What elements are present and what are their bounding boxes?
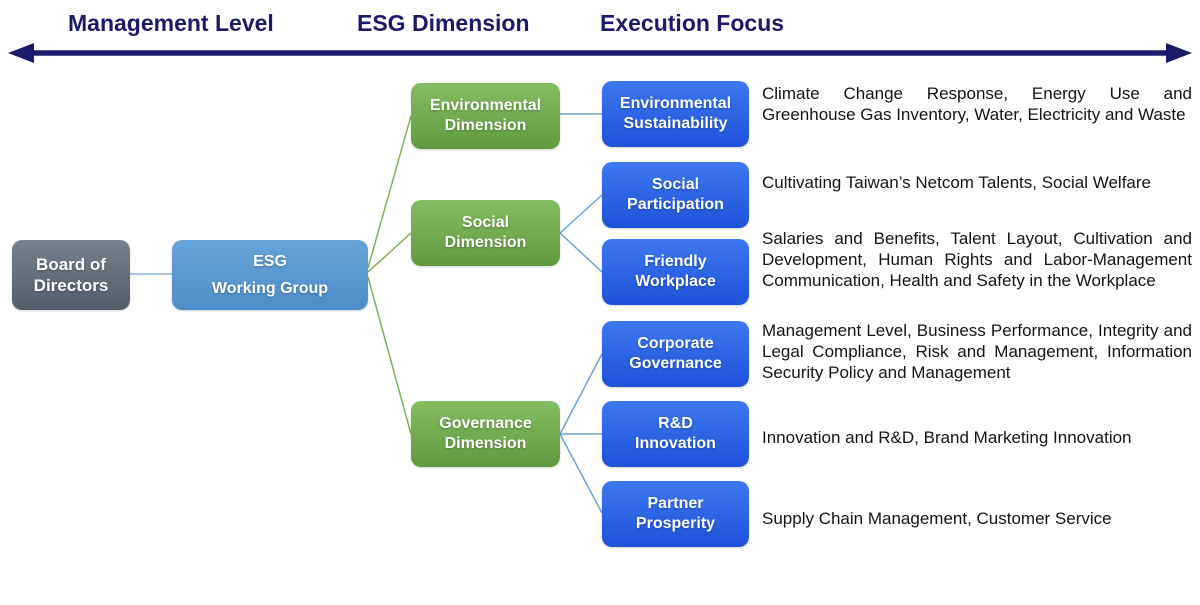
connector-social-participation	[559, 194, 603, 234]
governance-dimension-box: Governance Dimension	[411, 401, 560, 467]
rd-innovation-box: R&D Innovation	[602, 401, 749, 467]
description-corporate-governance: Management Level, Business Performance, …	[762, 321, 1192, 382]
partner-prosperity-box: Partner Prosperity	[602, 481, 749, 547]
header-esg-dimension: ESG Dimension	[357, 10, 530, 36]
connector-esg-environmental	[367, 115, 412, 269]
board-of-directors-box: Board of Directors	[12, 240, 130, 310]
environmental-dimension-box: Environmental Dimension	[411, 83, 560, 149]
connector-esg-governance	[367, 276, 412, 435]
esg-working-group-box: ESG Working Group	[172, 240, 368, 310]
description-partner-prosperity: Supply Chain Management, Customer Servic…	[762, 509, 1112, 528]
corporate-governance-box: Corporate Governance	[602, 321, 749, 387]
connector-esg-social	[367, 232, 412, 273]
connector-social-friendly-workplace	[559, 232, 603, 273]
description-rd-innovation: Innovation and R&D, Brand Marketing Inno…	[762, 428, 1132, 447]
connector-governance-corporate	[559, 353, 603, 435]
description-friendly-workplace: Salaries and Benefits, Talent Layout, Cu…	[762, 229, 1192, 290]
connector-governance-partner	[559, 433, 603, 514]
header-management-level: Management Level	[68, 10, 274, 36]
friendly-workplace-box: Friendly Workplace	[602, 239, 749, 305]
description-social-participation: Cultivating Taiwan’s Netcom Talents, Soc…	[762, 173, 1151, 192]
description-environmental-sustainability: Climate Change Response, Energy Use and …	[762, 84, 1192, 124]
header-arrow-right-head	[1166, 43, 1192, 63]
header-arrow-left-head	[8, 43, 34, 63]
header-execution-focus: Execution Focus	[600, 10, 785, 36]
social-dimension-box: Social Dimension	[411, 200, 560, 266]
social-participation-box: Social Participation	[602, 162, 749, 228]
environmental-sustainability-box: Environmental Sustainability	[602, 81, 749, 147]
